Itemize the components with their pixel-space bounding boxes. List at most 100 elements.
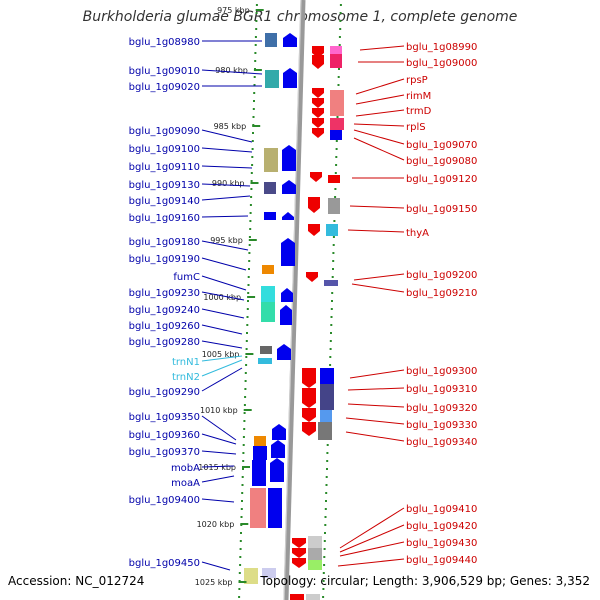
gene-block-reverse — [326, 224, 338, 236]
tick-dot — [331, 300, 333, 302]
gene-block-forward — [268, 488, 282, 528]
gene-block-forward — [271, 440, 285, 458]
leader-line-left — [201, 340, 243, 349]
gene-block-reverse — [302, 408, 316, 422]
gene-block-reverse — [312, 98, 324, 108]
gene-block-reverse — [328, 198, 340, 214]
gene-label-right: rplS — [406, 122, 426, 133]
tick-dot — [254, 52, 257, 54]
gene-label-left: bglu_1g09100 — [129, 144, 200, 155]
tick-dot — [250, 180, 253, 182]
gene-label-left: bglu_1g09190 — [129, 254, 200, 265]
tick-dot — [330, 316, 333, 318]
gene-block-reverse — [312, 108, 324, 118]
gene-block-reverse — [308, 548, 322, 560]
tick-dot — [330, 324, 333, 326]
tick-dot — [247, 276, 250, 278]
gene-label-right: trmD — [406, 106, 432, 117]
gene-label-left: bglu_1g09290 — [129, 387, 200, 398]
tick-dot — [255, 4, 258, 6]
gene-label-right: bglu_1g09430 — [406, 538, 477, 549]
gene-block-forward — [282, 212, 294, 220]
tick-dot — [252, 132, 254, 134]
gene-block-forward — [270, 458, 284, 482]
tick-dot — [253, 92, 256, 94]
leader-line-right — [339, 541, 405, 557]
tick-dot — [247, 300, 249, 302]
tick-dot — [338, 44, 341, 46]
tick-dot — [322, 580, 325, 582]
tick-dot — [335, 140, 338, 142]
kbp-label: 1010 kbp — [200, 406, 238, 415]
gene-block-reverse — [328, 175, 340, 183]
tick-dot — [338, 36, 341, 38]
gene-label-right: rimM — [406, 91, 431, 102]
tick-dot — [254, 44, 257, 46]
tick-dot — [251, 148, 254, 150]
tick-dot — [243, 420, 246, 422]
topology-text: Topology: circular; Length: 3,906,529 bp… — [260, 574, 590, 588]
tick-dot — [324, 516, 327, 518]
gene-block-forward — [254, 436, 266, 446]
gene-label-right: thyA — [406, 228, 429, 239]
gene-label-right: bglu_1g09000 — [406, 58, 477, 69]
gene-block-reverse — [330, 130, 342, 140]
tick-dot — [242, 436, 245, 438]
tick-dot — [326, 460, 329, 462]
tick-dot — [322, 588, 325, 590]
gene-label-left: bglu_1g09140 — [129, 196, 200, 207]
label-leaders — [201, 40, 405, 571]
gene-block-reverse — [292, 548, 306, 558]
tick-dot — [329, 364, 332, 366]
tick-dot — [253, 100, 255, 102]
tick-dot — [250, 188, 253, 190]
gene-block-forward — [252, 460, 266, 486]
tick-dot — [248, 260, 251, 262]
tick-dot — [246, 316, 249, 318]
tick-dot — [335, 164, 338, 166]
tick-dot — [325, 484, 328, 486]
tick-dot — [325, 492, 328, 494]
kbp-label: 1020 kbp — [197, 520, 235, 529]
leader-line-right — [349, 369, 405, 379]
gene-block-forward — [253, 446, 267, 460]
tick-dot — [242, 444, 245, 446]
leader-line-left — [201, 415, 237, 441]
leader-line-right — [355, 94, 405, 105]
kbp-label: 975 kbp — [217, 6, 250, 15]
tick-dot — [253, 84, 256, 86]
tick-dot — [251, 140, 254, 142]
leader-line-right — [345, 431, 405, 442]
leader-line-right — [355, 78, 405, 95]
tick-dot — [332, 236, 335, 238]
gene-block-reverse — [302, 388, 316, 408]
gene-block-forward — [265, 33, 277, 47]
leader-line-right — [353, 123, 405, 127]
gene-label-left: bglu_1g09280 — [129, 337, 200, 348]
tick-dot — [331, 292, 334, 294]
gene-label-right: bglu_1g09310 — [406, 384, 477, 395]
gene-label-left: trnN1 — [172, 357, 200, 368]
gene-label-left: fumC — [173, 272, 200, 283]
gene-block-reverse — [330, 54, 342, 68]
kbp-label: 1000 kbp — [203, 293, 241, 302]
leader-line-right — [353, 137, 405, 161]
tick-dot — [239, 564, 242, 566]
leader-line-left — [201, 291, 245, 301]
kbp-label: 1025 kbp — [195, 578, 233, 587]
leader-line-right — [347, 229, 405, 233]
tick-dot — [242, 452, 245, 454]
gene-block-forward — [283, 33, 297, 47]
tick-dot — [239, 548, 242, 550]
tick-dot — [247, 284, 250, 286]
leader-line-right — [349, 205, 405, 209]
gene-label-left: bglu_1g09350 — [129, 412, 200, 423]
leader-line-right — [347, 403, 405, 408]
tick-dot — [241, 500, 243, 502]
tick-dot — [248, 244, 251, 246]
gene-features — [244, 33, 344, 600]
gene-label-left: bglu_1g08980 — [129, 37, 200, 48]
tick-dot — [245, 348, 248, 350]
tick-dot — [242, 468, 244, 470]
gene-block-reverse — [330, 90, 344, 116]
